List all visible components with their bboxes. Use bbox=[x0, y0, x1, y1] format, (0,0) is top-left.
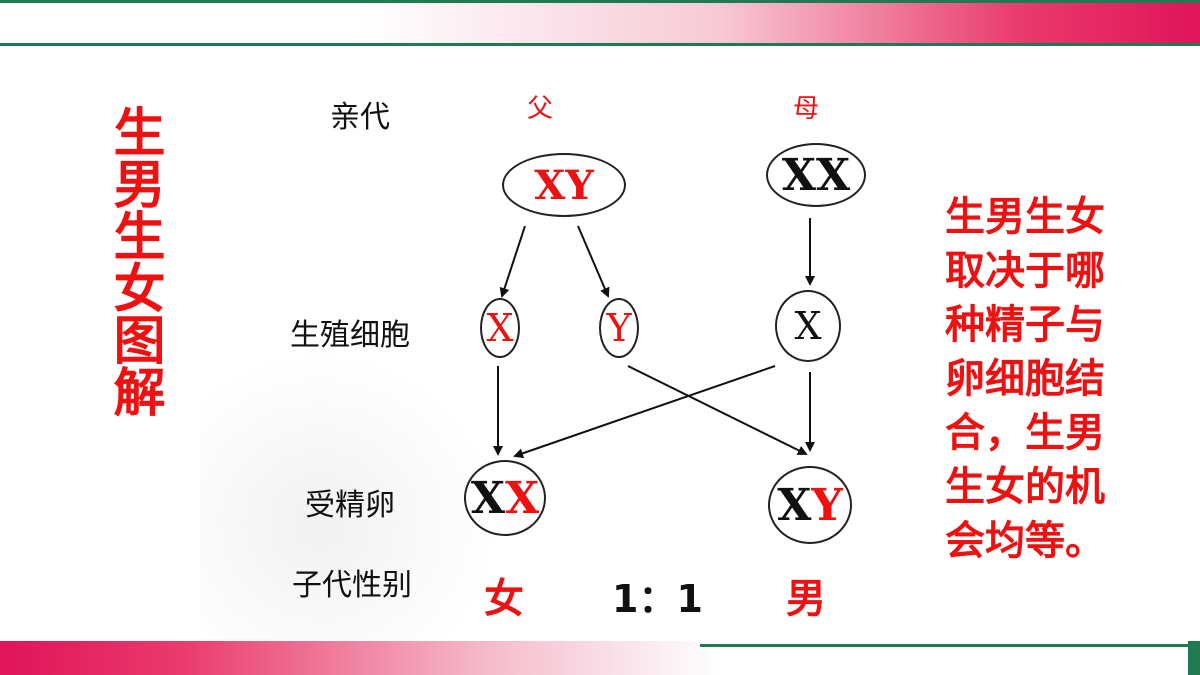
sperm-x-cell: X bbox=[480, 298, 520, 358]
background-decoration bbox=[200, 350, 500, 640]
bottom-green-line bbox=[700, 644, 1200, 647]
father-chrom-1: X bbox=[534, 161, 566, 209]
top-decorative-band bbox=[0, 0, 1200, 46]
sperm-x-chrom: X bbox=[486, 306, 514, 350]
father-chrom-2: Y bbox=[565, 161, 594, 209]
slide-title: 生男生女图解 bbox=[104, 105, 164, 417]
arrow-father-to-y bbox=[577, 225, 610, 298]
egg-x-chrom: X bbox=[794, 304, 822, 348]
row-label-offspring: 子代性别 bbox=[292, 568, 412, 603]
bottom-green-end bbox=[1188, 641, 1200, 675]
arrow-spermy-to-male bbox=[627, 365, 808, 455]
offspring-male: 男 bbox=[786, 575, 826, 622]
sperm-y-cell: Y bbox=[599, 298, 639, 358]
female-zygote-chrom-1: X bbox=[470, 472, 505, 524]
offspring-ratio: 1：1 bbox=[612, 577, 703, 621]
father-label: 父 bbox=[527, 94, 554, 124]
arrow-father-to-x bbox=[499, 225, 526, 298]
female-zygote-chrom-2: X bbox=[505, 472, 540, 524]
arrow-egg-to-female bbox=[513, 365, 776, 459]
egg-x-cell: X bbox=[775, 290, 841, 362]
row-label-gametes: 生殖细胞 bbox=[290, 318, 410, 353]
explanation-text: 生男生女取决于哪种精子与卵细胞结合，生男生女的机会均等。 bbox=[945, 194, 1105, 564]
sperm-y-chrom: Y bbox=[606, 306, 632, 350]
row-label-zygote: 受精卵 bbox=[305, 488, 395, 523]
row-label-parents: 亲代 bbox=[330, 100, 390, 135]
mother-label: 母 bbox=[793, 94, 820, 124]
mother-chrom-1: X bbox=[781, 149, 816, 201]
male-zygote-chrom-2: Y bbox=[811, 479, 843, 531]
male-zygote-chrom-1: X bbox=[777, 479, 812, 531]
mother-chrom-2: X bbox=[816, 149, 851, 201]
offspring-female: 女 bbox=[484, 575, 524, 622]
